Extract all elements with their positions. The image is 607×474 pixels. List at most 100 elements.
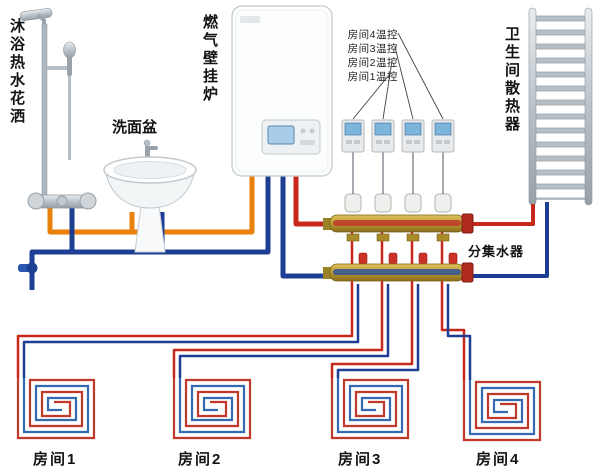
thermostat-button (376, 140, 382, 144)
manifold-label: 分集水器 (468, 244, 525, 259)
thermostat-button (444, 140, 450, 144)
gas-boiler (231, 5, 333, 177)
union-nut (406, 233, 420, 242)
actuator-cap (434, 193, 452, 213)
shower-riser-pipe (41, 23, 48, 199)
return-valve-handle (358, 252, 368, 265)
room-label-3: 房间3 (338, 451, 383, 468)
hot-knob (27, 192, 45, 210)
boiler-display (267, 125, 295, 145)
thermostat-label-room3: 房间3温控 (347, 43, 398, 55)
radiator-rail-right (584, 7, 593, 206)
pipe-heating-return (280, 176, 332, 279)
boiler-label: 燃气壁挂炉 (201, 14, 218, 104)
leader-room2 (382, 60, 393, 120)
loop2-supply (172, 232, 384, 378)
shower-fixture (19, 8, 97, 210)
thermostat-button (436, 140, 442, 144)
handheld-sprayer (63, 41, 76, 59)
wash-basin (103, 139, 197, 253)
union-nut (346, 233, 360, 242)
supply-bar-red-band (333, 220, 461, 226)
tap-knob (26, 262, 38, 274)
thermostat-screen (434, 122, 452, 136)
radiator-label: 卫生间散热器 (503, 26, 520, 134)
return-bar-blue-band (333, 269, 461, 275)
room1-coil (16, 376, 96, 440)
shower-label: 沐浴热水花洒 (8, 18, 25, 126)
boiler-button (309, 128, 315, 134)
return-valve-handle (448, 252, 458, 265)
thermostat-screen (404, 122, 422, 136)
loop3-supply (330, 232, 414, 378)
thermostat-button (384, 140, 390, 144)
boiler-knob (300, 140, 315, 145)
basin-inner (113, 161, 187, 179)
loop1-return (22, 284, 360, 378)
thermostat-unit (371, 119, 395, 153)
sprayer-handle (67, 56, 72, 76)
room4-coil (462, 378, 542, 442)
room2-coil (172, 376, 252, 440)
faucet-spout (149, 146, 158, 150)
supply-end-cap (461, 213, 474, 234)
thermostat-button (346, 140, 352, 144)
pipework (16, 176, 549, 380)
basin-faucet (145, 146, 150, 162)
basin-label: 洗面盆 (112, 119, 158, 136)
thermostats (341, 119, 455, 194)
actuator-cap (374, 193, 392, 213)
actuator-cap (404, 193, 422, 213)
leader-room1 (352, 74, 390, 120)
room3-coil (330, 376, 410, 440)
return-valve-handle (388, 252, 398, 265)
room-label-1: 房间1 (33, 451, 78, 468)
thermostat-button (414, 140, 420, 144)
thermostat-unit (341, 119, 365, 153)
radiator-rail-left (528, 7, 537, 206)
pipe-radiator-supply (462, 204, 535, 226)
label-leader-lines (352, 32, 444, 120)
thermostat-unit (431, 119, 455, 153)
manifold (323, 193, 474, 283)
thermostat-button (354, 140, 360, 144)
thermostat-screen (344, 122, 362, 136)
loop1-supply (16, 232, 354, 378)
room-label-4: 房间4 (476, 451, 521, 468)
diverter-knob (56, 195, 68, 207)
leader-room3 (394, 46, 414, 120)
floor-heating-coils (16, 376, 542, 442)
towel-radiator (528, 7, 593, 206)
basin-bowl (105, 173, 195, 209)
return-valve-handle (418, 252, 428, 265)
faucet-handle (143, 139, 151, 147)
thermostat-label-room1: 房间1温控 (347, 71, 398, 83)
boiler-face-highlight (235, 9, 329, 173)
thermostat-wires (352, 152, 444, 194)
slide-bar (68, 52, 71, 160)
boiler-logo (240, 16, 260, 23)
union-nut (436, 233, 450, 242)
loop2-return (178, 284, 390, 378)
pipe-radiator-return (462, 202, 549, 278)
room-label-2: 房间2 (178, 451, 223, 468)
union-nut (376, 233, 390, 242)
pipe-heating-supply (293, 176, 332, 227)
manifold-left-fitting (323, 218, 332, 230)
thermostat-unit (401, 119, 425, 153)
thermostat-button (406, 140, 412, 144)
actuator-cap (344, 193, 362, 213)
loop3-return (336, 284, 420, 378)
radiator-rungs (534, 10, 586, 200)
thermostat-screen (374, 122, 392, 136)
slide-bar-bracket (47, 66, 69, 70)
cold-knob (79, 192, 97, 210)
return-end-cap (461, 262, 474, 283)
manifold-left-fitting (323, 267, 332, 279)
thermostat-label-room2: 房间2温控 (347, 57, 398, 69)
leader-room4 (397, 32, 444, 120)
boiler-button (300, 128, 306, 134)
loop4-return (446, 284, 472, 380)
